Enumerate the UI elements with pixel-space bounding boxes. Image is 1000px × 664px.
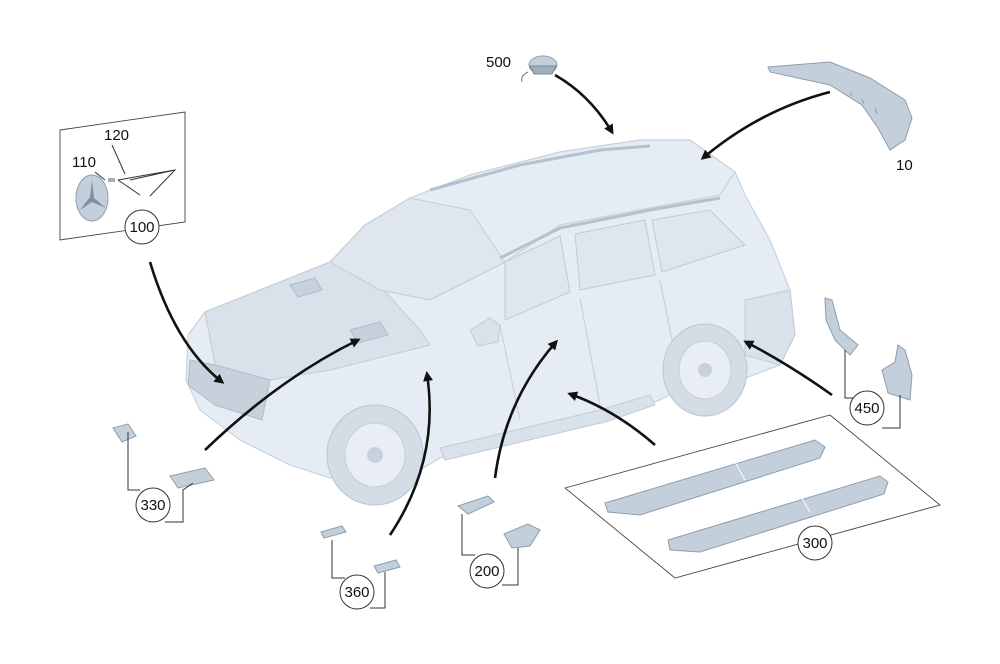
svg-text:450: 450 (854, 400, 879, 417)
roof-rail-side (499, 196, 721, 260)
callout-120: 120 (104, 127, 129, 144)
callout-labels: 100 110 120 500 10 450 330 360 200 300 (72, 54, 913, 610)
mud-flap-parts (824, 297, 913, 401)
car-roof (407, 139, 736, 263)
arrow-300 (567, 391, 656, 446)
front-emblem-frame (59, 111, 186, 241)
callout-300: 300 (797, 525, 833, 561)
running-board-kit (564, 414, 941, 579)
callout-110: 110 (72, 154, 96, 171)
svg-text:360: 360 (344, 584, 369, 601)
vent-cover-parts (112, 423, 215, 489)
svg-text:330: 330 (140, 497, 165, 514)
callout-360: 360 (339, 574, 375, 610)
arrow-200 (493, 339, 558, 479)
car-side-mirror (469, 317, 501, 347)
pointer-arrows (148, 73, 833, 536)
fender-trim-parts (320, 525, 401, 574)
roof-antenna-part (521, 55, 558, 83)
callout-10: 10 (896, 157, 913, 174)
callout-330: 330 (135, 487, 171, 523)
leader-lines (94, 144, 901, 609)
car-running-board (439, 394, 656, 461)
arrow-10 (700, 90, 831, 160)
callout-100: 100 (124, 209, 160, 245)
mirror-cover-parts (456, 495, 541, 549)
svg-text:200: 200 (474, 563, 499, 580)
car-rear-wheel (662, 323, 748, 417)
arrow-360 (388, 371, 433, 536)
callout-200: 200 (469, 553, 505, 589)
callout-500: 500 (486, 54, 511, 71)
arrow-330 (204, 338, 361, 451)
car-rear-side-window (574, 219, 656, 291)
car-front-grille (187, 359, 271, 421)
rear-spoiler-part (767, 61, 913, 151)
suv-vehicle-illustration (185, 139, 796, 506)
svg-text:100: 100 (129, 219, 154, 236)
car-front-wheel (326, 404, 424, 506)
car-front-side-window (504, 235, 571, 321)
arrow-450 (743, 340, 833, 397)
roof-rail (429, 144, 651, 192)
svg-text:300: 300 (802, 535, 827, 552)
hood-vent-left (289, 277, 323, 298)
callout-450: 450 (849, 390, 885, 426)
arrow-100 (148, 261, 225, 384)
car-quarter-window (651, 209, 746, 273)
arrow-500 (554, 73, 614, 135)
